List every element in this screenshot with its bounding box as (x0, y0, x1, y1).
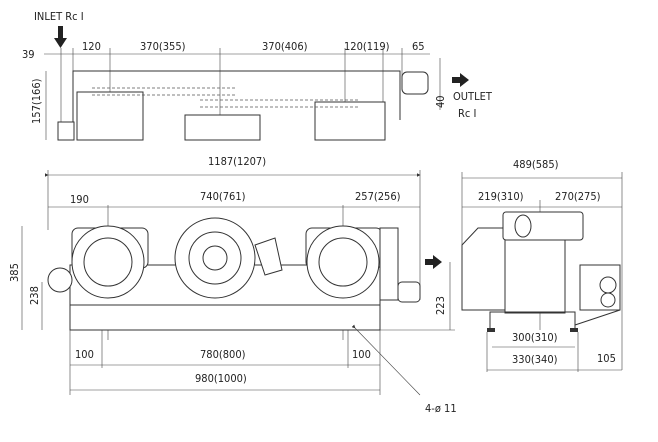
left-blower-top (76, 91, 144, 141)
dim-190: 190 (70, 193, 89, 206)
right-blower-top (314, 101, 386, 141)
dim-740-761: 740(761) (200, 190, 246, 203)
mounting-holes-note: 4-ø 11 (425, 402, 457, 415)
dim-105: 105 (597, 352, 616, 365)
dim-330-340: 330(340) (512, 353, 558, 366)
outlet-rc-label: Rc I (458, 107, 476, 120)
dim-489-585: 489(585) (513, 158, 559, 171)
dim-65: 65 (412, 40, 425, 53)
inlet-filter (47, 267, 73, 293)
dim-39: 39 (22, 48, 35, 61)
motor-top (184, 114, 261, 141)
dim-100-left: 100 (75, 348, 94, 361)
blower-body-side (504, 227, 566, 314)
dim-300-310: 300(310) (512, 331, 558, 344)
motor-end (461, 227, 506, 311)
belt-guard (254, 237, 283, 276)
side-feet (489, 309, 621, 330)
front-outlet-arrow-icon (425, 255, 442, 269)
dim-238: 238 (28, 286, 41, 305)
dim-157-166: 157(166) (30, 78, 43, 124)
dim-780-800: 780(800) (200, 348, 246, 361)
outlet-fitting (401, 71, 429, 95)
outlet-manifold (379, 227, 399, 301)
inlet-arrow-icon (54, 26, 67, 48)
dim-219-310: 219(310) (478, 190, 524, 203)
outlet-arrow-icon (452, 73, 469, 87)
top-housing-outline (72, 70, 401, 140)
dim-270-275: 270(275) (555, 190, 601, 203)
outlet-fitting-front (397, 281, 421, 303)
dim-370-406: 370(406) (262, 40, 308, 53)
dim-40: 40 (434, 95, 447, 108)
inlet-label: INLET Rc I (34, 10, 84, 23)
dim-257-256: 257(256) (355, 190, 401, 203)
dim-1187-1207: 1187(1207) (208, 155, 266, 168)
side-view: 489(585) 219(310) 270(275) 300(310) 330(… (461, 158, 623, 372)
dim-120-119: 120(119) (344, 40, 390, 53)
top-view: INLET Rc I 39 120 370(355) 370(406) 120(… (22, 10, 493, 141)
dim-980-1000: 980(1000) (195, 372, 247, 385)
inlet-fitting-top (57, 121, 75, 141)
motor (174, 217, 256, 299)
right-blower-casing (306, 225, 380, 299)
dim-100-right: 100 (352, 348, 371, 361)
dim-370-355: 370(355) (140, 40, 186, 53)
blower-head-side (502, 211, 584, 241)
dim-120: 120 (82, 40, 101, 53)
outlet-label: OUTLET (453, 90, 493, 103)
dim-385: 385 (8, 263, 21, 282)
dim-223: 223 (434, 296, 447, 315)
left-blower-casing (71, 225, 145, 299)
front-view: 1187(1207) 190 740(761) 257(256) 385 238… (8, 155, 457, 415)
